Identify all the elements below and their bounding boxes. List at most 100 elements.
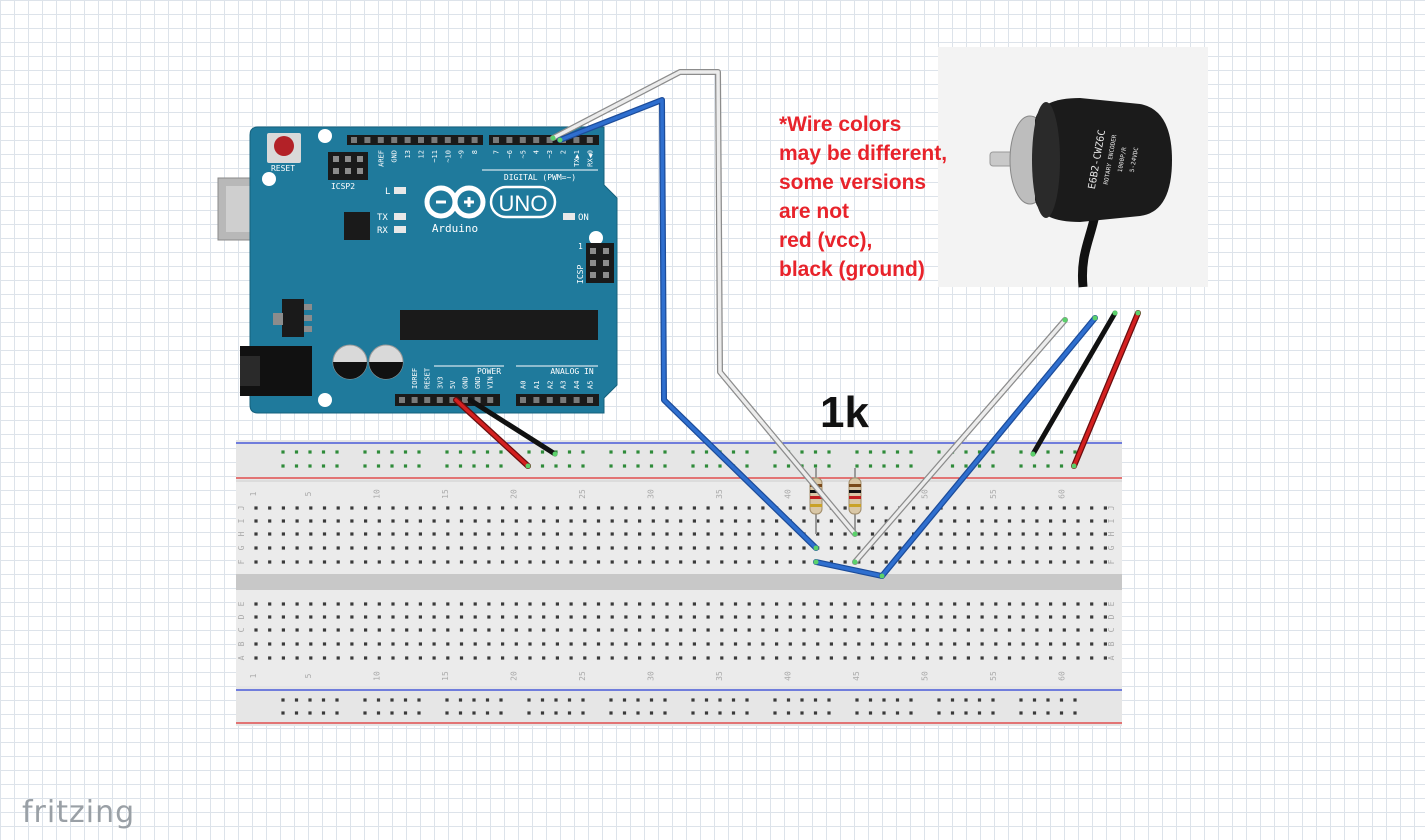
breadboard-hole[interactable] bbox=[295, 519, 299, 523]
breadboard-hole[interactable] bbox=[446, 506, 450, 510]
power-rail-hole[interactable] bbox=[335, 711, 339, 715]
breadboard-hole[interactable] bbox=[994, 628, 998, 632]
breadboard-hole[interactable] bbox=[473, 656, 477, 660]
breadboard-hole[interactable] bbox=[1076, 560, 1080, 564]
breadboard-hole[interactable] bbox=[1076, 519, 1080, 523]
breadboard-hole[interactable] bbox=[1007, 615, 1012, 619]
breadboard-hole[interactable] bbox=[665, 532, 669, 536]
breadboard-hole[interactable] bbox=[1076, 506, 1080, 510]
breadboard-hole[interactable] bbox=[350, 560, 354, 564]
breadboard-hole[interactable] bbox=[679, 506, 683, 510]
breadboard-hole[interactable] bbox=[761, 560, 765, 564]
breadboard-hole[interactable] bbox=[747, 506, 751, 510]
breadboard-hole[interactable] bbox=[268, 642, 272, 646]
power-rail-hole[interactable] bbox=[977, 698, 982, 702]
power-rail-hole[interactable] bbox=[649, 711, 654, 715]
breadboard-hole[interactable] bbox=[501, 656, 505, 660]
breadboard-hole[interactable] bbox=[309, 506, 313, 510]
breadboard-hole[interactable] bbox=[1090, 532, 1094, 536]
power-rail-hole[interactable] bbox=[827, 450, 831, 454]
breadboard-hole[interactable] bbox=[638, 615, 642, 619]
header-pin[interactable] bbox=[573, 397, 580, 403]
breadboard-hole[interactable] bbox=[528, 656, 532, 660]
breadboard-hole[interactable] bbox=[747, 519, 751, 523]
breadboard-hole[interactable] bbox=[624, 532, 628, 536]
power-rail-hole[interactable] bbox=[991, 464, 995, 468]
power-rail-hole[interactable] bbox=[554, 464, 558, 468]
breadboard-hole[interactable] bbox=[1103, 656, 1107, 660]
breadboard-hole[interactable] bbox=[1035, 628, 1039, 632]
breadboard-hole[interactable] bbox=[418, 615, 422, 619]
breadboard-hole[interactable] bbox=[816, 532, 820, 536]
breadboard-hole[interactable] bbox=[473, 615, 477, 619]
breadboard-hole[interactable] bbox=[1090, 506, 1094, 510]
power-rail-hole[interactable] bbox=[1046, 711, 1050, 715]
breadboard-hole[interactable] bbox=[391, 519, 395, 523]
breadboard-hole[interactable] bbox=[994, 506, 998, 510]
power-rail-hole[interactable] bbox=[363, 698, 367, 702]
breadboard-hole[interactable] bbox=[788, 615, 792, 619]
power-rail-hole[interactable] bbox=[390, 450, 394, 454]
breadboard-hole[interactable] bbox=[405, 546, 409, 550]
power-rail-hole[interactable] bbox=[827, 711, 831, 715]
breadboard-hole[interactable] bbox=[446, 615, 450, 619]
breadboard-hole[interactable] bbox=[898, 560, 902, 564]
breadboard-hole[interactable] bbox=[501, 615, 505, 619]
breadboard-hole[interactable] bbox=[405, 560, 409, 564]
header-pin[interactable] bbox=[377, 137, 384, 143]
power-rail-hole[interactable] bbox=[609, 711, 613, 715]
breadboard-hole[interactable] bbox=[1021, 602, 1025, 606]
breadboard-hole[interactable] bbox=[391, 602, 395, 606]
power-rail-hole[interactable] bbox=[937, 450, 941, 454]
breadboard-hole[interactable] bbox=[912, 506, 916, 510]
power-rail-hole[interactable] bbox=[390, 711, 394, 715]
breadboard-hole[interactable] bbox=[953, 532, 957, 536]
header-pin[interactable] bbox=[418, 137, 424, 143]
power-rail-hole[interactable] bbox=[485, 450, 490, 454]
breadboard-hole[interactable] bbox=[788, 560, 792, 564]
power-rail-hole[interactable] bbox=[540, 711, 545, 715]
breadboard-hole[interactable] bbox=[1007, 602, 1012, 606]
breadboard-hole[interactable] bbox=[596, 615, 601, 619]
breadboard-hole[interactable] bbox=[939, 615, 943, 619]
power-rail-hole[interactable] bbox=[335, 698, 339, 702]
breadboard-hole[interactable] bbox=[747, 546, 751, 550]
power-rail-hole[interactable] bbox=[376, 450, 381, 454]
breadboard-hole[interactable] bbox=[939, 602, 943, 606]
breadboard-hole[interactable] bbox=[733, 519, 738, 523]
breadboard-hole[interactable] bbox=[569, 560, 573, 564]
breadboard-hole[interactable] bbox=[377, 602, 381, 606]
breadboard-hole[interactable] bbox=[980, 628, 984, 632]
breadboard-hole[interactable] bbox=[1076, 602, 1080, 606]
power-rail-hole[interactable] bbox=[773, 698, 777, 702]
breadboard-hole[interactable] bbox=[1049, 532, 1053, 536]
power-rail-hole[interactable] bbox=[909, 698, 913, 702]
breadboard-hole[interactable] bbox=[966, 560, 970, 564]
breadboard-hole[interactable] bbox=[980, 656, 984, 660]
breadboard-hole[interactable] bbox=[583, 560, 587, 564]
breadboard-hole[interactable] bbox=[829, 656, 833, 660]
breadboard-hole[interactable] bbox=[994, 560, 998, 564]
breadboard-hole[interactable] bbox=[857, 546, 861, 550]
breadboard-hole[interactable] bbox=[720, 615, 724, 619]
breadboard-hole[interactable] bbox=[1021, 615, 1025, 619]
header-pin[interactable] bbox=[546, 137, 553, 143]
power-rail-hole[interactable] bbox=[636, 711, 640, 715]
breadboard-hole[interactable] bbox=[487, 656, 491, 660]
breadboard-hole[interactable] bbox=[583, 519, 587, 523]
breadboard-hole[interactable] bbox=[377, 519, 381, 523]
breadboard-hole[interactable] bbox=[418, 519, 422, 523]
breadboard-hole[interactable] bbox=[350, 506, 354, 510]
breadboard-hole[interactable] bbox=[528, 506, 532, 510]
breadboard-hole[interactable] bbox=[624, 628, 628, 632]
breadboard-hole[interactable] bbox=[473, 519, 477, 523]
breadboard-hole[interactable] bbox=[377, 506, 381, 510]
breadboard-hole[interactable] bbox=[569, 506, 573, 510]
breadboard-hole[interactable] bbox=[1007, 628, 1012, 632]
breadboard-hole[interactable] bbox=[706, 628, 710, 632]
power-rail-hole[interactable] bbox=[540, 450, 545, 454]
power-rail-hole[interactable] bbox=[609, 450, 613, 454]
breadboard-hole[interactable] bbox=[405, 506, 409, 510]
power-rail-hole[interactable] bbox=[458, 464, 463, 468]
breadboard-hole[interactable] bbox=[350, 615, 354, 619]
